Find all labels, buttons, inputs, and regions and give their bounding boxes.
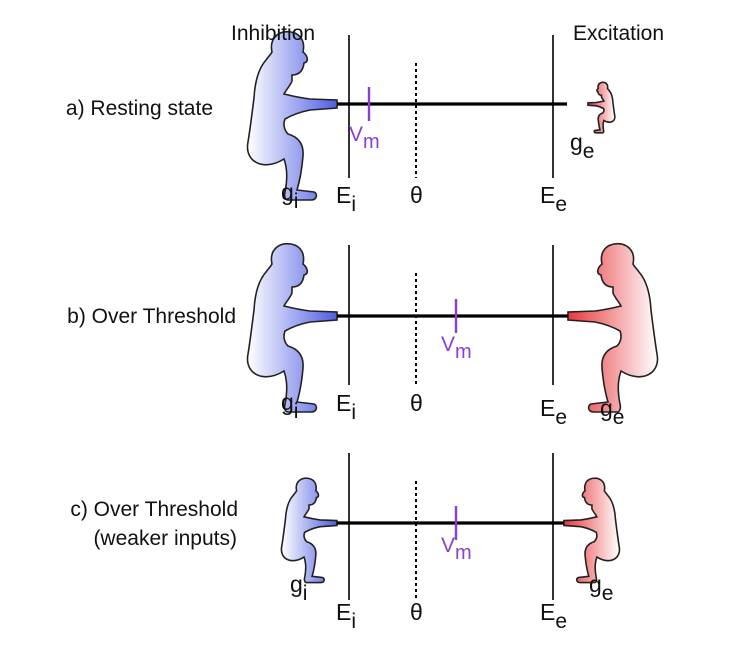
row-b-Ee: Ee	[540, 395, 568, 429]
row-c-label-line1: c) Over Threshold	[70, 498, 238, 521]
row-a-ge: ge	[570, 129, 595, 163]
row-b-label: b) Over Threshold	[67, 305, 236, 328]
row-b-gi: gi	[281, 389, 299, 423]
row-b-Ei: Ei	[336, 390, 357, 424]
row-c-vm: Vm	[441, 534, 472, 564]
row-a-Ee: Ee	[540, 182, 568, 216]
row-a-Ei: Ei	[336, 182, 357, 216]
row-c-Ee: Ee	[540, 599, 568, 633]
row-b-vm: Vm	[441, 333, 472, 363]
row-c-Ei: Ei	[336, 599, 357, 633]
row-c	[280, 453, 621, 600]
inhibition-person-icon	[280, 477, 338, 584]
excitation-person-icon	[563, 477, 621, 584]
row-a-theta: θ	[410, 182, 423, 208]
row-b-ge: ge	[600, 395, 625, 429]
row-a-gi: gi	[281, 179, 299, 213]
row-c-gi: gi	[290, 571, 308, 605]
excitation-person-icon	[587, 81, 616, 134]
inhibition-person-icon	[246, 242, 338, 413]
row-b	[246, 242, 659, 413]
row-a	[246, 30, 616, 201]
row-c-theta: θ	[410, 599, 423, 625]
excitation-header: Excitation	[573, 22, 665, 45]
row-b-theta: θ	[410, 390, 423, 416]
excitation-person-icon	[567, 242, 659, 413]
row-a-label: a) Resting state	[65, 97, 213, 120]
row-a-vm: Vm	[349, 123, 380, 153]
inhibition-header: Inhibition	[231, 22, 316, 45]
inhibition-person-icon	[246, 30, 338, 201]
row-c-label-line2: (weaker inputs)	[93, 527, 237, 550]
row-c-ge: ge	[589, 571, 614, 605]
